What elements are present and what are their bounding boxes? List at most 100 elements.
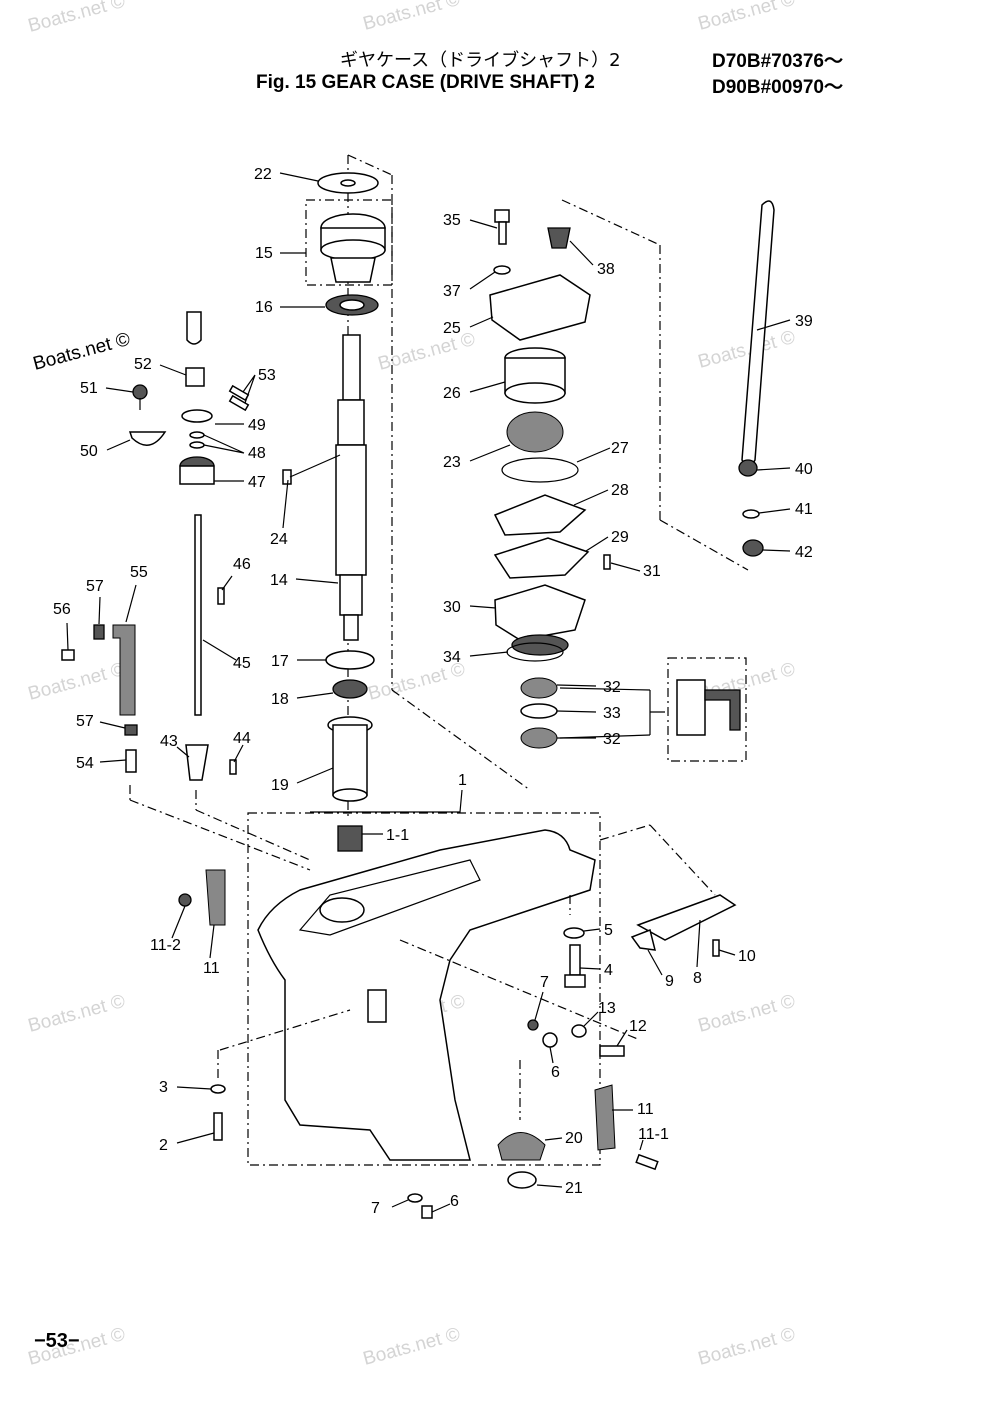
part-label: 7 [371, 1200, 380, 1217]
part-label: 49 [248, 417, 266, 434]
part-label: 32 [603, 679, 621, 696]
part-31-pin [603, 554, 611, 570]
part-10-screw [712, 939, 720, 957]
part-label: 56 [53, 601, 71, 618]
part-43-shift-cam [185, 744, 209, 781]
part-1-1-bushing [337, 825, 363, 852]
part-27-gasket [501, 457, 579, 483]
part-label: 4 [604, 962, 613, 979]
part-label: 28 [611, 482, 629, 499]
part-4-bolt [569, 944, 581, 976]
part-32-oil-seal [520, 677, 558, 699]
part-30-pump-base [494, 584, 586, 641]
part-label: 23 [443, 454, 461, 471]
watermark: Boats.net © [31, 329, 133, 375]
part-49-oring [181, 409, 213, 423]
part-23-impeller [506, 411, 564, 453]
part-label: 42 [795, 544, 813, 561]
page-number: −53− [34, 1330, 80, 1352]
part-label: 11-2 [150, 937, 181, 954]
part-label: 19 [271, 777, 289, 794]
leader-lines [66, 172, 791, 1213]
part-46-pin [217, 587, 225, 605]
watermark: Boats.net © [696, 1324, 798, 1370]
part-shift-rod-top [186, 311, 202, 345]
part-label: 14 [270, 572, 288, 589]
part-label: 38 [597, 261, 615, 278]
part-label: 57 [86, 578, 104, 595]
part-label: 39 [795, 313, 813, 330]
part-labels: 22 15 16 52 53 51 49 48 50 47 24 14 46 5… [53, 166, 813, 1217]
water-pump-assembly [489, 199, 749, 762]
part-45-shift-rod [194, 514, 202, 716]
part-35-bolt [494, 209, 510, 223]
part-11-2-bolt [178, 893, 192, 907]
part-label: 8 [693, 970, 702, 987]
part-33-washer [520, 703, 558, 719]
part-label: 48 [248, 445, 266, 462]
part-17-shim [325, 650, 375, 670]
part-44-pin [229, 759, 237, 775]
part-20-pinion-gear [497, 1132, 546, 1161]
part-label: 11 [203, 960, 220, 977]
part-29-gasket [493, 537, 590, 579]
part-14-drive-shaft [342, 334, 361, 401]
part-9-clip [630, 928, 656, 951]
part-label: 18 [271, 691, 289, 708]
part-label: 34 [443, 649, 461, 666]
part-50-plate [128, 431, 167, 446]
part-label: 54 [76, 755, 94, 772]
part-label: 15 [255, 245, 273, 262]
part-label: 26 [443, 385, 461, 402]
part-label: 29 [611, 529, 629, 546]
part-6-plug [542, 1032, 558, 1048]
part-label: 30 [443, 599, 461, 616]
part-11-anode [205, 869, 226, 926]
part-label: 45 [233, 655, 251, 672]
part-label: 52 [134, 356, 152, 373]
part-label: 22 [254, 166, 272, 183]
part-label: 33 [603, 705, 621, 722]
watermark: Boats.net © [696, 991, 798, 1037]
part-label: 21 [565, 1180, 583, 1197]
part-18-spring [332, 679, 368, 699]
part-13-gasket [571, 1024, 587, 1038]
part-label: 20 [565, 1130, 583, 1147]
part-12-screw [599, 1045, 625, 1057]
part-label: 12 [629, 1018, 647, 1035]
part-3-washer [210, 1084, 226, 1094]
part-label: 11-1 [638, 1126, 669, 1143]
part-51-bolt [132, 384, 148, 400]
part-label: 53 [258, 367, 276, 384]
part-label: 46 [233, 556, 251, 573]
watermark: Boats.net © [26, 0, 128, 37]
part-label: 7 [540, 974, 549, 991]
serial-range-d90b: D90B#00970～ [712, 77, 843, 98]
part-57b-clamp [124, 724, 138, 736]
part-7-washer [527, 1019, 539, 1031]
watermark: Boats.net © [26, 659, 128, 705]
part-label: 41 [795, 501, 813, 518]
water-tube-assembly [738, 200, 775, 557]
shift-rod-assembly [61, 311, 311, 871]
part-57-clamp [93, 624, 105, 640]
part-1-gear-case [257, 829, 596, 1161]
part-label: 17 [271, 653, 289, 670]
watermark: Boats.net © [696, 0, 798, 35]
part-32b-oil-seal [520, 727, 558, 749]
watermark: Boats.net © [696, 327, 798, 373]
part-label: 31 [643, 563, 661, 580]
part-2-bolt [213, 1112, 223, 1141]
seal-install-detail [676, 679, 706, 736]
watermark: Boats.net © [26, 991, 128, 1037]
part-label: 1 [458, 772, 467, 789]
part-42-grommet [742, 539, 764, 557]
part-label: 51 [80, 380, 98, 397]
part-label: 10 [738, 948, 756, 965]
part-21-nut [507, 1171, 537, 1189]
part-40-grommet [738, 459, 758, 477]
part-label: 32 [603, 731, 621, 748]
part-34-seal [511, 634, 569, 656]
part-37-washer [493, 265, 511, 275]
